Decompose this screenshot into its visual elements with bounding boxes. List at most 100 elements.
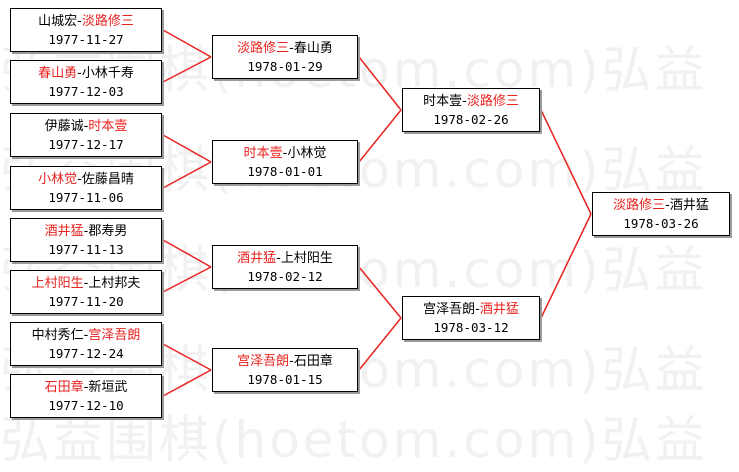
winner-name: 酒井猛 — [44, 224, 84, 239]
winner-name: 小林觉 — [38, 172, 78, 187]
match-players: 宫泽吾朗-酒井猛 — [403, 301, 539, 319]
match-date: 1978-01-01 — [247, 164, 323, 179]
bracket-connector — [162, 134, 212, 163]
match-players: 山城宏-淡路修三 — [11, 13, 161, 31]
bracket-connector — [162, 56, 212, 83]
bracket-connector — [358, 109, 402, 163]
name-separator: - — [282, 146, 288, 161]
name-separator: - — [665, 198, 670, 213]
winner-name: 春山勇 — [38, 66, 78, 81]
winner-name: 酒井猛 — [479, 302, 519, 317]
match-players: 淡路修三-酒井猛 — [593, 197, 729, 215]
name-separator: - — [276, 251, 281, 266]
name-separator: - — [77, 14, 82, 29]
match-date: 1977-11-06 — [48, 190, 124, 205]
match-players: 伊藤诚-时本壹 — [11, 118, 161, 136]
bracket-connector — [358, 317, 402, 371]
bracket-connector — [162, 343, 212, 371]
match-date: 1978-01-29 — [247, 59, 323, 74]
match-date: 1977-11-27 — [48, 32, 124, 47]
name-separator: - — [462, 94, 467, 109]
name-separator: - — [289, 41, 294, 56]
match-date: 1978-01-15 — [247, 372, 323, 387]
match-date: 1977-12-10 — [48, 398, 124, 413]
bracket-connector — [540, 109, 592, 215]
bracket-connector — [358, 266, 402, 319]
match-players: 时本壹-小林觉 — [213, 145, 357, 163]
winner-name: 淡路修三 — [81, 14, 134, 29]
winner-name: 淡路修三 — [613, 198, 666, 213]
player-name: 山城宏 — [38, 14, 78, 29]
match-players: 淡路修三-春山勇 — [213, 40, 357, 58]
name-separator: - — [83, 328, 89, 343]
player-name: 时本壹 — [423, 94, 463, 109]
winner-name: 时本壹 — [243, 146, 283, 161]
winner-name: 宫泽吾朗 — [88, 328, 141, 343]
match-date: 1977-12-17 — [48, 137, 124, 152]
player-name: 春山勇 — [293, 41, 333, 56]
winner-name: 淡路修三 — [237, 41, 290, 56]
bracket-lines — [162, 29, 592, 397]
bracket-connector — [162, 239, 212, 268]
name-separator: - — [83, 119, 89, 134]
player-name: 小林千寿 — [81, 66, 134, 81]
match-box: 时本壹-淡路修三 1978-02-26 — [402, 88, 540, 132]
bracket-connector — [162, 161, 212, 189]
name-separator: - — [83, 276, 89, 291]
winner-name: 时本壹 — [88, 119, 128, 134]
match-date: 1977-12-24 — [48, 346, 124, 361]
match-players: 石田章-新垣武 — [11, 379, 161, 397]
name-separator: - — [77, 66, 82, 81]
match-players: 酒井猛-郡寿男 — [11, 223, 161, 241]
winner-name: 上村阳生 — [31, 276, 84, 291]
bracket-connector — [540, 213, 592, 319]
name-separator: - — [475, 302, 480, 317]
match-date: 1977-11-20 — [48, 294, 124, 309]
player-name: 石田章 — [293, 354, 333, 369]
player-name: 酒井猛 — [669, 198, 709, 213]
player-name: 佐藤昌晴 — [81, 172, 134, 187]
bracket-connector — [358, 56, 402, 111]
match-players: 宫泽吾朗-石田章 — [213, 353, 357, 371]
player-name: 郡寿男 — [88, 224, 128, 239]
name-separator: - — [83, 380, 89, 395]
winner-name: 淡路修三 — [466, 94, 519, 109]
winner-name: 宫泽吾朗 — [237, 354, 290, 369]
player-name: 宫泽吾朗 — [423, 302, 476, 317]
match-players: 酒井猛-上村阳生 — [213, 250, 357, 268]
player-name: 新垣武 — [88, 380, 128, 395]
name-separator: - — [77, 172, 82, 187]
player-name: 小林觉 — [287, 146, 327, 161]
winner-name: 酒井猛 — [237, 251, 277, 266]
bracket-connector — [162, 369, 212, 397]
winner-name: 石田章 — [44, 380, 84, 395]
match-players: 中村秀仁-宫泽吾朗 — [11, 327, 161, 345]
match-players: 春山勇-小林千寿 — [11, 65, 161, 83]
match-date: 1978-03-12 — [433, 320, 509, 335]
match-date: 1977-12-03 — [48, 84, 124, 99]
match-players: 小林觉-佐藤昌晴 — [11, 171, 161, 189]
match-players: 上村阳生-上村邦夫 — [11, 275, 161, 293]
match-date: 1978-02-12 — [247, 269, 323, 284]
name-separator: - — [83, 224, 89, 239]
bracket-connector — [162, 266, 212, 293]
player-name: 伊藤诚 — [44, 119, 84, 134]
name-separator: - — [289, 354, 294, 369]
player-name: 上村阳生 — [280, 251, 333, 266]
match-date: 1978-02-26 — [433, 112, 509, 127]
player-name: 上村邦夫 — [88, 276, 141, 291]
match-date: 1978-03-26 — [623, 216, 699, 231]
